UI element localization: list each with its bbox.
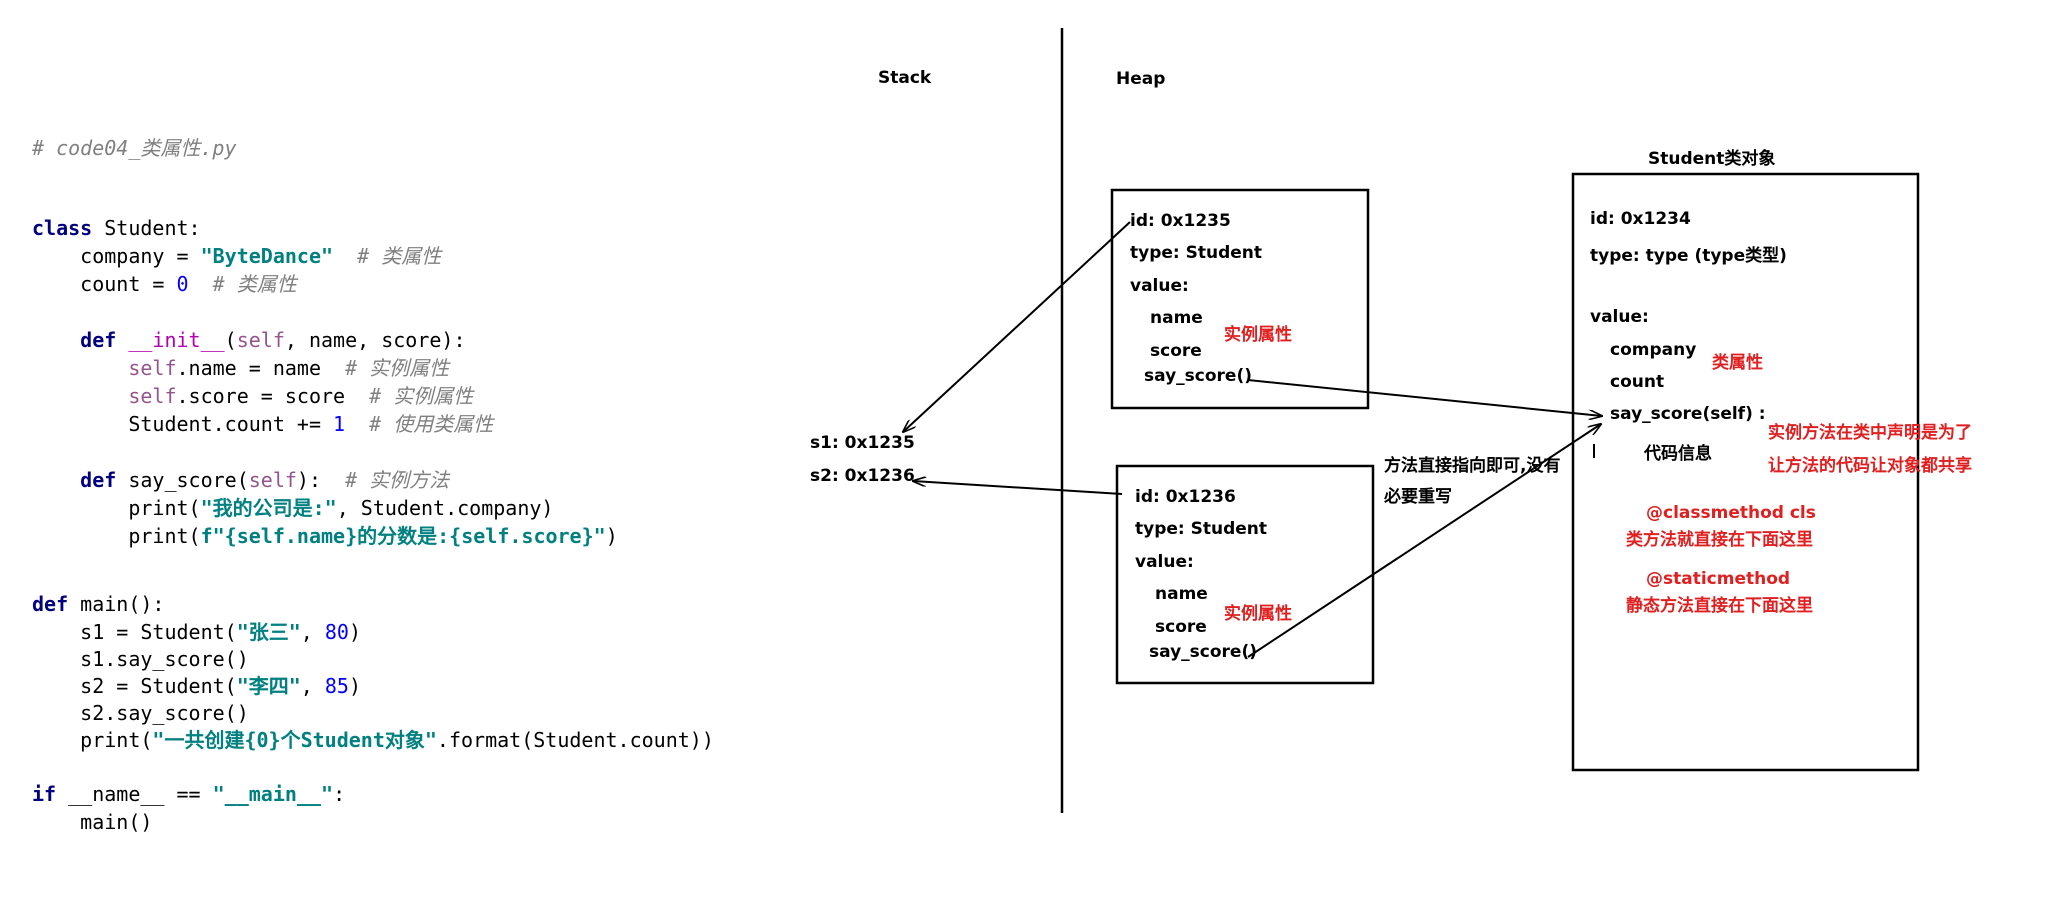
classmethod-note: 类方法就直接在下面这里: [1626, 530, 1813, 550]
obj2-name: name: [1155, 584, 1208, 604]
class-count: count: [1610, 372, 1665, 392]
stack-s1: s1: 0x1235: [810, 433, 915, 453]
obj1-type: type: Student: [1130, 243, 1263, 263]
code-line-s1: s1 = Student("张三", 80): [32, 620, 362, 644]
code-line-class: class Student:: [32, 216, 201, 240]
arrow-obj1-to-s1: [903, 221, 1131, 432]
obj1-score: score: [1150, 341, 1202, 361]
obj2-value: value:: [1135, 552, 1194, 572]
arrow-say-score-1-to-class: [1247, 379, 1602, 416]
code-line-s1-call: s1.say_score(): [32, 647, 249, 671]
class-id: id: 0x1234: [1590, 209, 1691, 229]
obj2-say-score: say_score(): [1149, 642, 1257, 662]
code-line-print-company: print("我的公司是:", Student.company): [128, 496, 554, 520]
code-line-s2: s2 = Student("李四", 85): [32, 674, 362, 698]
code-line-count: count = 0 # 类属性: [32, 272, 297, 296]
code-line-filename: # code04_类属性.py: [32, 136, 237, 160]
pointer-note-line2: 必要重写: [1384, 487, 1452, 507]
pointer-note-line1: 方法直接指向即可,没有: [1384, 456, 1561, 476]
obj2-score: score: [1155, 617, 1207, 637]
stack-label: Stack: [878, 68, 932, 88]
code-line-def-main: def main():: [32, 592, 165, 616]
code-line-count-inc: Student.count += 1 # 使用类属性: [128, 412, 494, 436]
code-line-if-main: if __name__ == "__main__":: [32, 782, 346, 806]
code-line-s2-call: s2.say_score(): [32, 701, 249, 725]
code-line-print-count: print("一共创建{0}个Student对象".format(Student…: [32, 728, 714, 752]
obj1-instance-attr-note: 实例属性: [1224, 325, 1292, 345]
heap-label: Heap: [1116, 69, 1166, 89]
class-company: company: [1610, 340, 1697, 360]
class-object-title: Student类对象: [1648, 149, 1776, 169]
obj2-id: id: 0x1236: [1135, 487, 1236, 507]
stack-s2: s2: 0x1236: [810, 466, 915, 486]
code-line-self-name: self.name = name # 实例属性: [128, 356, 450, 380]
code-line-def-init: def __init__(self, name, score):: [80, 328, 466, 352]
obj1-value: value:: [1130, 276, 1189, 296]
code-line-self-score: self.score = score # 实例属性: [128, 384, 474, 408]
classmethod-label: @classmethod cls: [1646, 503, 1816, 523]
class-say-score: say_score(self) :: [1610, 404, 1766, 424]
obj1-id: id: 0x1235: [1130, 211, 1231, 231]
method-note-line2: 让方法的代码让对象都共享: [1768, 456, 1972, 476]
obj2-type: type: Student: [1135, 519, 1268, 539]
arrow-obj2-to-s2: [913, 481, 1123, 495]
obj2-instance-attr-note: 实例属性: [1224, 604, 1292, 624]
class-attr-note: 类属性: [1712, 353, 1763, 373]
staticmethod-label: @staticmethod: [1646, 569, 1791, 589]
obj1-say-score: say_score(): [1144, 366, 1252, 386]
staticmethod-note: 静态方法直接在下面这里: [1626, 596, 1813, 616]
code-line-def-say: def say_score(self): # 实例方法: [80, 468, 450, 492]
code-line-main-call: main(): [32, 810, 153, 834]
obj1-name: name: [1150, 308, 1203, 328]
method-note-line1: 实例方法在类中声明是为了: [1768, 423, 1972, 443]
object-box-0x1235: [1110, 188, 1370, 410]
class-object-box: [1571, 172, 1920, 772]
arrow-say-score-2-to-class: [1247, 424, 1601, 658]
class-value: value:: [1590, 307, 1649, 327]
code-line-company: company = "ByteDance" # 类属性: [32, 244, 442, 268]
class-code-info: 代码信息: [1644, 444, 1712, 464]
class-type: type: type (type类型): [1590, 246, 1787, 266]
code-line-print-score: print(f"{self.name}的分数是:{self.score}"): [128, 524, 618, 548]
